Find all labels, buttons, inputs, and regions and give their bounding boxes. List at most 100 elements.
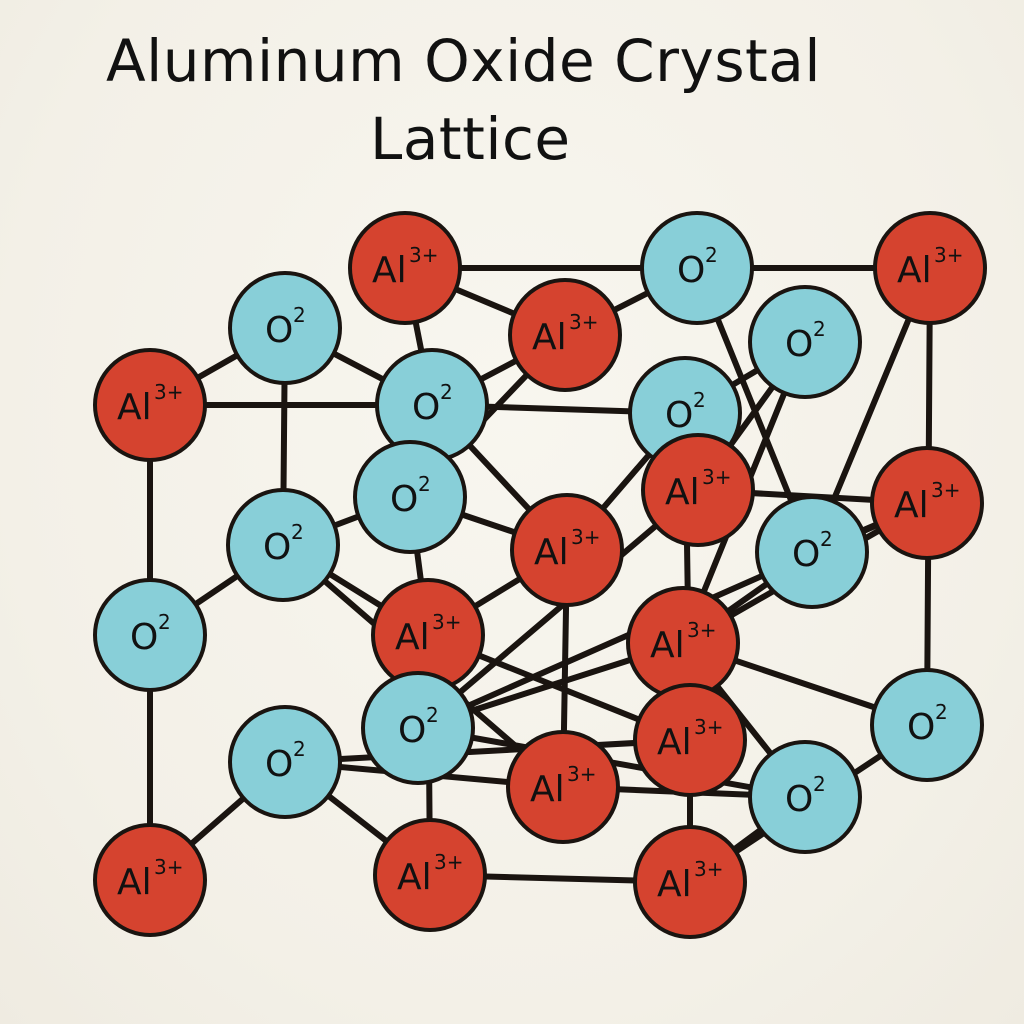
oxygen-symbol-label: O (265, 310, 293, 351)
aluminum-ion-circle (508, 278, 622, 392)
oxygen-charge-label: 2 (293, 737, 306, 761)
aluminum-ion-circle (633, 683, 747, 797)
aluminum-symbol-label: Al (532, 317, 567, 358)
oxide-ion-circle (228, 271, 342, 385)
aluminum-ion-circle (641, 433, 755, 547)
aluminum-symbol-label: Al (897, 250, 932, 291)
title-line-1: Aluminum Oxide Crystal (106, 27, 821, 95)
aluminum-symbol-label: Al (657, 722, 692, 763)
oxygen-symbol-label: O (907, 707, 935, 748)
oxide-ion-circle (748, 740, 862, 854)
oxygen-charge-label: 2 (440, 380, 453, 404)
oxygen-symbol-label: O (785, 324, 813, 365)
aluminum-symbol-label: Al (530, 769, 565, 810)
oxygen-symbol-label: O (130, 617, 158, 658)
oxide-ion-circle (755, 495, 869, 609)
aluminum-symbol-label: Al (395, 617, 430, 658)
aluminum-symbol-label: Al (665, 472, 700, 513)
aluminum-charge-label: 3+ (687, 618, 716, 642)
bond-line (282, 737, 693, 765)
aluminum-ion-circle (93, 348, 207, 462)
oxygen-charge-label: 2 (693, 388, 706, 412)
aluminum-charge-label: 3+ (571, 525, 600, 549)
aluminum-charge-label: 3+ (567, 762, 596, 786)
aluminum-charge-label: 3+ (931, 478, 960, 502)
oxide-ion-circle (93, 578, 207, 692)
bond-line (415, 487, 701, 731)
oxygen-charge-label: 2 (813, 772, 826, 796)
aluminum-symbol-label: Al (650, 625, 685, 666)
aluminum-symbol-label: Al (117, 387, 152, 428)
aluminum-charge-label: 3+ (694, 715, 723, 739)
oxygen-charge-label: 2 (820, 527, 833, 551)
oxide-ion-circle (640, 211, 754, 325)
aluminum-charge-label: 3+ (934, 243, 963, 267)
aluminum-charge-label: 3+ (694, 857, 723, 881)
oxide-ion-circle (361, 671, 475, 785)
aluminum-charge-label: 3+ (702, 465, 731, 489)
oxygen-symbol-label: O (677, 250, 705, 291)
aluminum-charge-label: 3+ (434, 850, 463, 874)
aluminum-charge-label: 3+ (432, 610, 461, 634)
oxygen-charge-label: 2 (935, 700, 948, 724)
aluminum-charge-label: 3+ (154, 855, 183, 879)
oxide-ion-circle (228, 705, 342, 819)
aluminum-symbol-label: Al (534, 532, 569, 573)
oxygen-charge-label: 2 (813, 317, 826, 341)
oxygen-charge-label: 2 (158, 610, 171, 634)
oxide-ion-circle (353, 440, 467, 554)
aluminum-symbol-label: Al (372, 250, 407, 291)
aluminum-ion-circle (870, 446, 984, 560)
aluminum-charge-label: 3+ (154, 380, 183, 404)
oxygen-symbol-label: O (412, 387, 440, 428)
oxygen-symbol-label: O (265, 744, 293, 785)
oxide-ion-circle (748, 285, 862, 399)
aluminum-symbol-label: Al (894, 485, 929, 526)
oxygen-charge-label: 2 (293, 303, 306, 327)
oxygen-symbol-label: O (785, 779, 813, 820)
aluminum-charge-label: 3+ (409, 243, 438, 267)
oxide-ion-circle (226, 488, 340, 602)
aluminum-ion-circle (373, 818, 487, 932)
oxygen-charge-label: 2 (291, 520, 304, 544)
oxygen-symbol-label: O (398, 710, 426, 751)
aluminum-symbol-label: Al (657, 864, 692, 905)
aluminum-symbol-label: Al (117, 862, 152, 903)
aluminum-ion-circle (506, 730, 620, 844)
oxygen-charge-label: 2 (705, 243, 718, 267)
oxygen-symbol-label: O (792, 534, 820, 575)
aluminum-ion-circle (93, 823, 207, 937)
oxygen-charge-label: 2 (418, 472, 431, 496)
oxygen-symbol-label: O (263, 527, 291, 568)
oxygen-symbol-label: O (665, 395, 693, 436)
aluminum-symbol-label: Al (397, 857, 432, 898)
aluminum-ion-circle (873, 211, 987, 325)
oxide-ion-circle (870, 668, 984, 782)
title-line-2: Lattice (370, 105, 571, 173)
aluminum-ion-circle (633, 825, 747, 939)
